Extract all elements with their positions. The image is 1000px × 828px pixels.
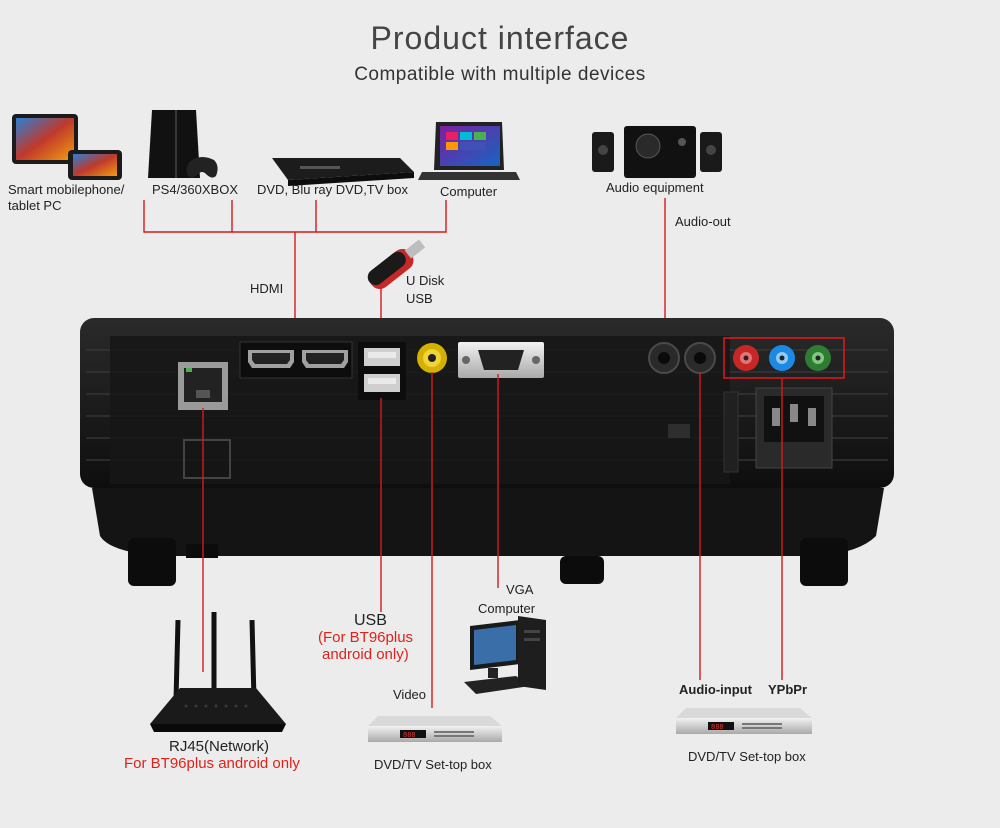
label-audio-input: Audio-input [679,682,752,697]
desktop-computer-icon [464,616,546,694]
video-rca-port [417,343,447,373]
settopbox2-display-text: 888 [711,724,724,732]
label-udisk: U Disk [406,273,445,288]
label-usb-top: USB [406,291,433,306]
label-vga: VGA [506,582,534,597]
label-video-settopbox: DVD/TV Set-top box [374,757,492,772]
label-dvd: DVD, Blu ray DVD,TV box [257,182,408,197]
router-icon [150,612,286,732]
label-usb-note-1: (For BT96plus [318,629,414,646]
label-mobile-line2: tablet PC [8,198,62,213]
vga-port [458,342,544,378]
label-ypbpr-settopbox: DVD/TV Set-top box [688,749,806,764]
power-socket [723,387,833,473]
label-hdmi: HDMI [250,281,284,296]
label-audio-out: Audio-out [675,214,731,229]
settopbox-ypbpr-icon [676,708,812,734]
label-vga-computer: Computer [478,601,536,616]
speaker-system-icon [592,126,722,178]
page-subtitle: Compatible with multiple devices [354,64,646,85]
label-video: Video [393,687,427,702]
hdmi-ports [239,341,353,379]
label-mobile: Smart mobilephone/ [8,182,125,197]
usb-ports [358,342,406,400]
label-computer-top: Computer [440,184,498,199]
label-rj45: RJ45(Network) [169,738,270,755]
tablet-icon [12,114,78,164]
settopbox-display-text: 888 [403,732,416,740]
game-console-icon [148,110,218,178]
rj45-port [178,362,228,410]
label-usb-note-2: android only) [322,646,409,663]
laptop-icon [418,122,520,180]
audio-jacks [648,342,716,374]
label-ps4: PS4/360XBOX [152,182,238,197]
label-plate [183,439,231,479]
label-ypbpr: YPbPr [768,682,808,697]
smartphone-icon [68,150,122,180]
dvd-player-icon [272,158,414,186]
label-audio-equipment: Audio equipment [606,180,704,195]
bottom-wires [202,372,783,708]
settopbox-video-icon [368,716,502,742]
usb-drive-icon [367,239,426,290]
label-rj45-note: For BT96plus android only [124,755,300,772]
page-title: Product interface [370,20,630,56]
ypbpr-ports [723,337,845,379]
label-usb-bottom: USB [354,612,387,629]
